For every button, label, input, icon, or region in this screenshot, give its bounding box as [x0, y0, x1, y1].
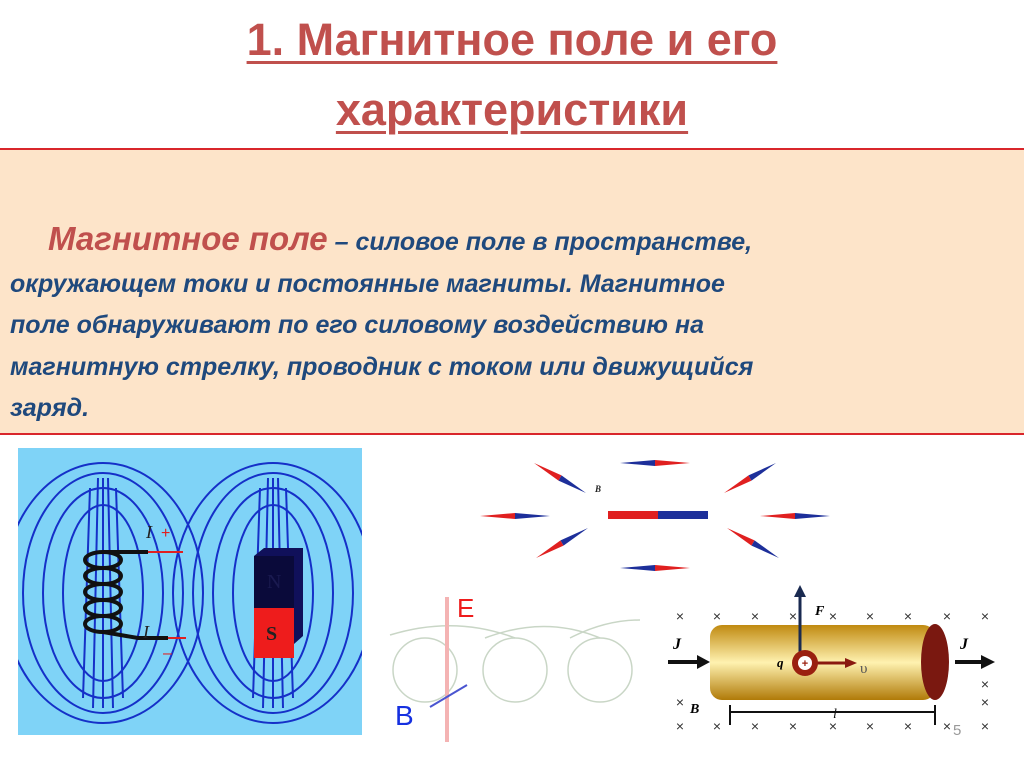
coil-icon: [83, 550, 168, 640]
svg-text:×: ×: [829, 608, 837, 624]
page-number: 5: [953, 722, 962, 739]
svg-text:×: ×: [981, 718, 989, 734]
bar-magnet-icon: N S: [254, 548, 303, 658]
definition-line: магнитную стрелку, проводник с током или…: [10, 352, 754, 381]
bar-magnet-icon: [608, 511, 708, 519]
definition-line: поле обнаруживают по его силовому воздей…: [10, 311, 704, 339]
current-density-left-label: J: [672, 636, 682, 653]
definition-text: Магнитное поле – силовое поле в простран…: [10, 218, 1024, 430]
coil-magnet-field-figure: I + I – N S: [18, 448, 362, 735]
svg-text:×: ×: [904, 718, 912, 734]
current-conductor-figure: ××××××××× ×××× ××××××××× F + q υ J J B l: [668, 585, 995, 734]
velocity-label: υ: [860, 661, 867, 677]
plus-label: +: [161, 525, 170, 542]
e-field-label: E: [457, 593, 474, 623]
slide-title-line-1: 1. Магнитное поле и его: [246, 14, 778, 65]
svg-text:×: ×: [943, 718, 951, 734]
definition-term: Магнитное поле: [48, 220, 328, 257]
svg-text:×: ×: [981, 694, 989, 710]
svg-text:×: ×: [751, 718, 759, 734]
current-density-right-label: J: [959, 636, 969, 653]
svg-text:×: ×: [751, 608, 759, 624]
svg-text:×: ×: [829, 718, 837, 734]
svg-text:×: ×: [904, 608, 912, 624]
svg-text:×: ×: [713, 608, 721, 624]
compass-needles-figure: B: [480, 460, 830, 571]
svg-text:×: ×: [866, 608, 874, 624]
svg-text:×: ×: [981, 676, 989, 692]
svg-text:×: ×: [943, 608, 951, 624]
current-label-top: I: [145, 522, 153, 542]
definition-line: окружающем токи и постоянные магниты. Ма…: [10, 269, 725, 298]
b-field-label: B: [395, 700, 414, 731]
field-cross-marks: ××××××××× ×××× ×××××××××: [676, 608, 989, 734]
current-label-bottom: I: [142, 622, 150, 642]
svg-text:×: ×: [866, 718, 874, 734]
north-label: N: [267, 571, 281, 593]
svg-text:×: ×: [676, 694, 684, 710]
definition-line: заряд.: [10, 394, 90, 422]
svg-text:×: ×: [713, 718, 721, 734]
definition-box: Магнитное поле – силовое поле в простран…: [0, 148, 1024, 435]
svg-text:×: ×: [981, 608, 989, 624]
vector-b-label: B: [594, 484, 601, 494]
svg-text:×: ×: [676, 608, 684, 624]
minus-label: –: [163, 645, 172, 662]
svg-text:×: ×: [789, 608, 797, 624]
svg-text:×: ×: [676, 718, 684, 734]
definition-line: – силовое поле в пространстве,: [327, 228, 753, 256]
charge-label: q: [777, 655, 784, 670]
compass-needle-icons: [480, 460, 830, 571]
force-label: F: [814, 604, 825, 619]
helix-trajectory-figure: E B: [389, 593, 640, 742]
svg-text:×: ×: [789, 718, 797, 734]
field-b-label: B: [689, 702, 699, 717]
slide-title-line-2: характеристики: [335, 84, 689, 135]
length-label: l: [833, 707, 837, 722]
charge-plus: +: [802, 658, 808, 670]
south-label: S: [266, 623, 277, 645]
